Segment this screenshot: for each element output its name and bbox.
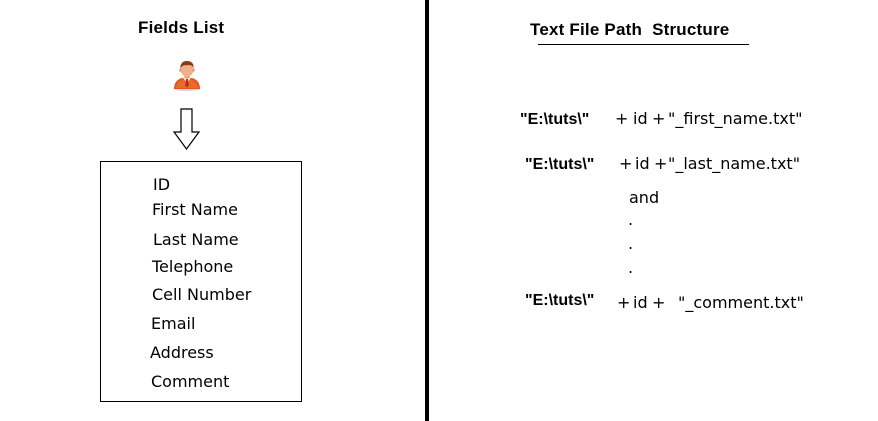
title-underline	[538, 44, 749, 45]
path-id: id	[633, 109, 648, 128]
field-comment: Comment	[151, 372, 230, 391]
field-last-name: Last Name	[153, 230, 239, 249]
path-prefix: "E:\tuts\"	[520, 111, 590, 128]
plus-sign: +	[654, 154, 668, 173]
down-arrow-icon	[173, 108, 200, 150]
path-structure-title: Text File Path Structure	[530, 20, 729, 40]
fields-list-title: Fields List	[138, 18, 225, 37]
ellipsis-dot: .	[628, 234, 634, 253]
path-prefix: "E:\tuts\"	[525, 292, 595, 309]
field-cell-number: Cell Number	[152, 285, 252, 304]
path-id: id	[633, 293, 648, 312]
field-telephone: Telephone	[152, 257, 234, 276]
path-suffix: "_last_name.txt"	[668, 154, 801, 173]
field-email: Email	[151, 314, 196, 333]
path-suffix: "_comment.txt"	[678, 293, 804, 312]
vertical-divider	[425, 0, 429, 421]
path-id: id	[635, 154, 650, 173]
plus-sign: +	[652, 109, 666, 128]
field-first-name: First Name	[152, 200, 238, 219]
plus-sign: +	[619, 154, 633, 173]
plus-sign: +	[652, 293, 666, 312]
ellipsis-dot: .	[628, 210, 634, 229]
and-text: and	[629, 188, 660, 207]
ellipsis-dot: .	[628, 258, 634, 277]
plus-sign: +	[617, 293, 631, 312]
field-id: ID	[153, 175, 171, 194]
path-prefix: "E:\tuts\"	[525, 156, 595, 173]
fields-list-box: ID First Name Last Name Telephone Cell N…	[100, 161, 302, 402]
path-structure-title-part1: Text File Path	[530, 20, 643, 39]
plus-sign: +	[615, 109, 629, 128]
path-suffix: "_first_name.txt"	[668, 109, 803, 128]
path-structure-title-part2: Structure	[652, 20, 730, 39]
person-icon	[174, 61, 200, 92]
field-address: Address	[150, 343, 214, 362]
